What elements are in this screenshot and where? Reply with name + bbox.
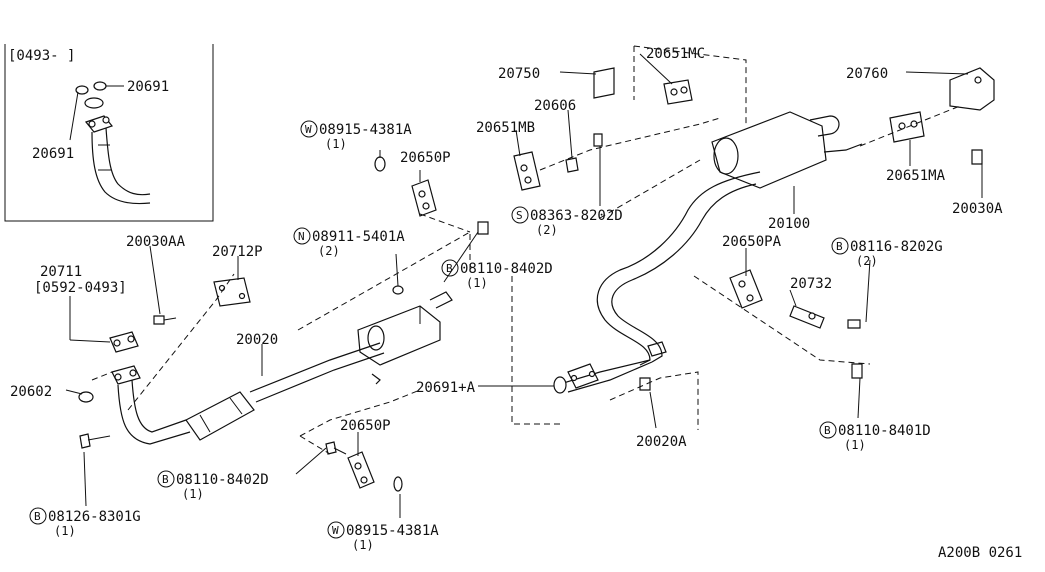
fastener-b3[interactable]: B 08110-8401D (1) <box>819 421 931 452</box>
fastener-b4-qty: (1) <box>182 487 204 501</box>
drawing-id: A200B 0261 <box>938 545 1022 561</box>
fastener-labels: W 08915-4381A (1) N 08911-5401A (2) B 08… <box>29 120 943 552</box>
front-pipe-shapes <box>78 156 489 492</box>
part-label-20606[interactable]: 20606 <box>534 98 576 114</box>
part-label-20100[interactable]: 20100 <box>768 216 810 232</box>
fastener-b3-qty: (1) <box>844 438 866 452</box>
fastener-b3-number: 08110-8401D <box>838 423 931 439</box>
inset-callout-top: 20691 <box>127 79 169 95</box>
fastener-w1-qty: (1) <box>325 137 347 151</box>
fastener-b1-prefix: B <box>446 262 453 275</box>
part-label-20602[interactable]: 20602 <box>10 384 52 400</box>
fastener-b5-prefix: B <box>34 510 41 523</box>
fastener-b3-prefix: B <box>824 424 831 437</box>
fastener-b4[interactable]: B 08110-8402D (1) <box>157 470 269 501</box>
fastener-b5-number: 08126-8301G <box>48 509 141 525</box>
fastener-b5-qty: (1) <box>54 524 76 538</box>
fastener-n1-number: 08911-5401A <box>312 229 405 245</box>
part-label-20711-note: [0592-0493] <box>34 280 127 296</box>
part-label-20030A[interactable]: 20030A <box>952 201 1003 217</box>
fastener-b4-number: 08110-8402D <box>176 472 269 488</box>
part-label-20651MB[interactable]: 20651MB <box>476 120 535 136</box>
inset-callout-bottom: 20691 <box>32 146 74 162</box>
fastener-b1-qty: (1) <box>466 276 488 290</box>
part-label-20712P[interactable]: 20712P <box>212 244 263 260</box>
leader-lines <box>65 53 983 518</box>
fastener-b4-prefix: B <box>162 473 169 486</box>
part-label-20020A[interactable]: 20020A <box>636 434 687 450</box>
fastener-n1-qty: (2) <box>318 244 340 258</box>
fastener-n1-prefix: N <box>298 230 305 243</box>
fastener-w1-number: 08915-4381A <box>319 122 412 138</box>
part-label-20651MC[interactable]: 20651MC <box>646 46 705 62</box>
fastener-b2-number: 08116-8202G <box>850 239 943 255</box>
fastener-w1[interactable]: W 08915-4381A (1) <box>300 120 412 151</box>
part-label-20020[interactable]: 20020 <box>236 332 278 348</box>
part-label-20691A[interactable]: 20691+A <box>416 380 476 396</box>
fastener-b5[interactable]: B 08126-8301G (1) <box>29 507 141 538</box>
rear-pipe-shapes <box>513 67 995 394</box>
fastener-s1[interactable]: S 08363-8202D (2) <box>511 206 623 237</box>
part-label-20711[interactable]: 20711 <box>40 264 82 280</box>
part-label-20651MA[interactable]: 20651MA <box>886 168 946 184</box>
fastener-w2-prefix: W <box>332 524 339 537</box>
fastener-w2-number: 08915-4381A <box>346 523 439 539</box>
fastener-s1-qty: (2) <box>536 223 558 237</box>
fastener-b1[interactable]: B 08110-8402D (1) <box>441 259 553 290</box>
inset-box: [0493- ] 20691 20691 <box>4 44 214 222</box>
part-label-20650PA[interactable]: 20650PA <box>722 234 782 250</box>
fastener-w2-qty: (1) <box>352 538 374 552</box>
fastener-b1-number: 08110-8402D <box>460 261 553 277</box>
part-label-20750[interactable]: 20750 <box>498 66 540 82</box>
fastener-w1-prefix: W <box>305 123 312 136</box>
fastener-w2[interactable]: W 08915-4381A (1) <box>327 521 439 552</box>
part-label-20030AA[interactable]: 20030AA <box>126 234 186 250</box>
part-labels: 20750 20651MC 20760 20606 20651MB 20651M… <box>10 46 1003 450</box>
inset-range-label: [0493- ] <box>8 48 75 64</box>
dashed-guides <box>91 45 961 455</box>
part-label-20650P-bottom[interactable]: 20650P <box>340 418 391 434</box>
fastener-s1-number: 08363-8202D <box>530 208 623 224</box>
fastener-b2[interactable]: B 08116-8202G (2) <box>831 237 943 268</box>
part-label-20732[interactable]: 20732 <box>790 276 832 292</box>
fastener-s1-prefix: S <box>516 209 523 222</box>
fastener-b2-qty: (2) <box>856 254 878 268</box>
fastener-n1[interactable]: N 08911-5401A (2) <box>293 227 405 258</box>
part-label-20760[interactable]: 20760 <box>846 66 888 82</box>
part-label-20650P-top[interactable]: 20650P <box>400 150 451 166</box>
fastener-b2-prefix: B <box>836 240 843 253</box>
